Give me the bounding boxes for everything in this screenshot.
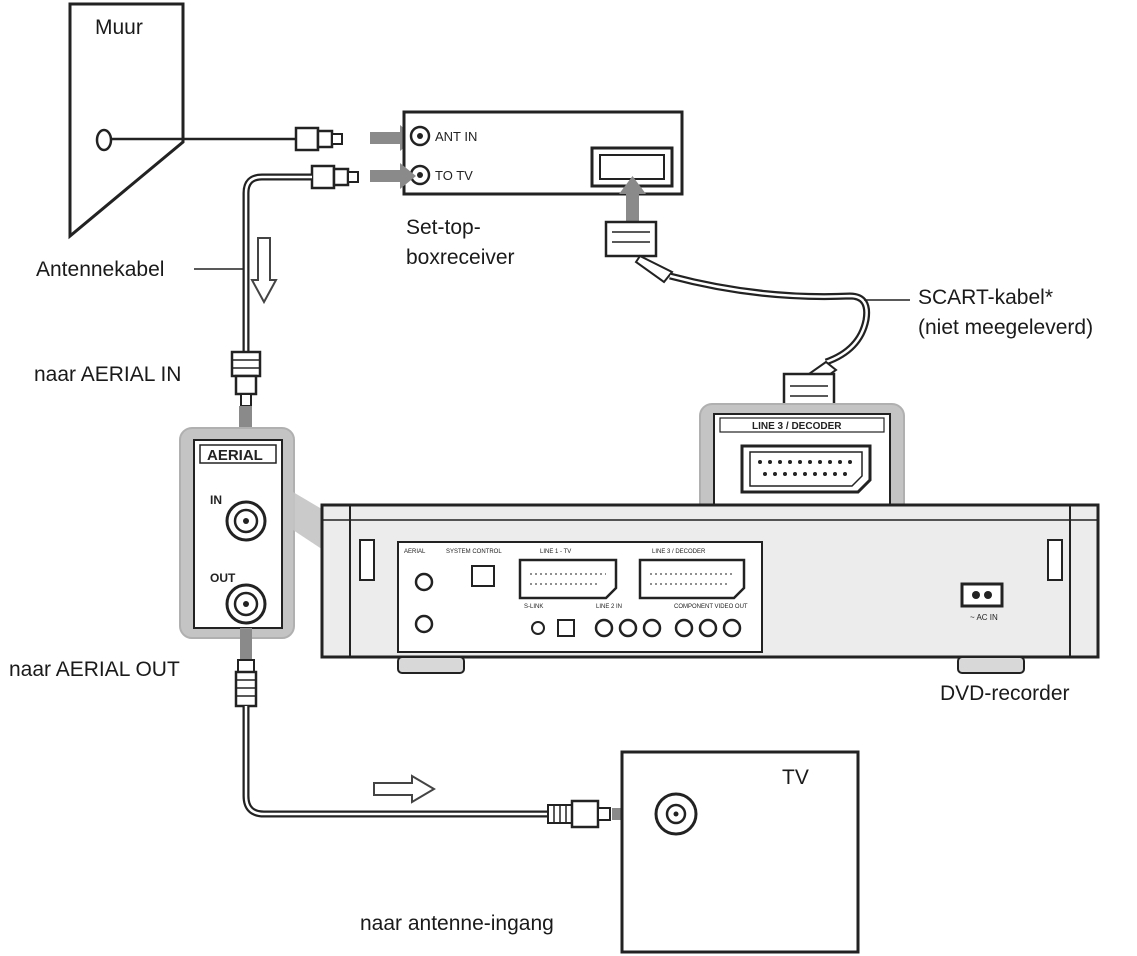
scart-zoom-title-bg	[719, 417, 885, 433]
rear-optical-port-icon	[557, 619, 575, 637]
label-scart-line1: SCART-kabel*	[918, 286, 1054, 309]
label-to-aerial-in: naar AERIAL IN	[34, 363, 182, 386]
settop-ant-in-label: ANT IN	[435, 129, 477, 144]
aerial-out-jack-icon	[225, 583, 267, 625]
rear-component-y-jack-icon	[674, 618, 694, 638]
arrow-to-settop-scart	[626, 192, 639, 222]
settop-port-ant-in-icon	[409, 125, 431, 147]
flow-arrow-right-icon	[373, 774, 436, 804]
label-wall: Muur	[95, 16, 143, 39]
rear-component-label: COMPONENT VIDEO OUT	[674, 604, 748, 610]
rear-component-pr-jack-icon	[722, 618, 742, 638]
arrow-from-to-tv	[370, 170, 402, 182]
label-settop-line1: Set-top-	[406, 216, 481, 239]
rear-line1-label: LINE 1 - TV	[540, 549, 571, 555]
scart-cable	[669, 272, 871, 366]
aerial-out-plug	[234, 659, 258, 708]
arrow-from-aerial-out	[240, 628, 252, 660]
label-tv: TV	[782, 766, 809, 789]
aerial-in-jack-icon	[225, 500, 267, 542]
rear-line2-jack-2-icon	[618, 618, 638, 638]
rear-system-control-port-icon	[471, 565, 495, 587]
rear-line3-scart-icon	[638, 558, 746, 600]
aerial-zoom-title-bg	[199, 444, 277, 464]
aerial-in-plug	[230, 350, 262, 407]
aerial-zoom-out-label: OUT	[210, 571, 236, 585]
antenna-cable-inner	[244, 175, 312, 352]
rear-aerial-in-jack-icon	[414, 572, 434, 592]
arrow-to-ant-in	[370, 132, 402, 144]
ac-in-socket-icon	[960, 582, 1004, 608]
rear-line2-label: LINE 2 IN	[596, 604, 622, 610]
tv-input-plug	[547, 799, 611, 829]
rear-line2-jack-1-icon	[594, 618, 614, 638]
wall-shape	[68, 2, 185, 240]
ac-in-label: ~ AC IN	[970, 613, 998, 622]
wall-cable-plug	[294, 126, 343, 152]
scart-plug-bottom	[782, 360, 838, 410]
rear-s-link-port-icon	[531, 621, 545, 635]
flow-arrow-down-icon	[250, 237, 278, 305]
label-dvd-recorder: DVD-recorder	[940, 682, 1070, 705]
rear-line2-jack-3-icon	[642, 618, 662, 638]
scart-cable-inner	[669, 274, 868, 364]
scart-zoom-title: LINE 3 / DECODER	[752, 421, 842, 432]
scart-zoom-socket-icon	[740, 444, 872, 494]
tv-cable	[242, 706, 548, 818]
label-to-antenna-input: naar antenne-ingang	[360, 912, 554, 935]
tv-box	[620, 750, 860, 954]
label-scart-line2: (niet meegeleverd)	[918, 316, 1094, 339]
rear-system-control-label: SYSTEM CONTROL	[446, 549, 502, 555]
rear-aerial-label: AERIAL	[404, 549, 426, 555]
scart-plug-top	[604, 220, 674, 284]
label-antenna-cable: Antennekabel	[36, 258, 165, 281]
settop-to-tv-label: TO TV	[435, 168, 473, 183]
label-settop-line2: boxreceiver	[406, 246, 515, 269]
to-tv-plug	[310, 164, 359, 190]
tv-cable-inner	[244, 706, 548, 816]
aerial-zoom-in-label: IN	[210, 493, 222, 507]
arrow-from-to-tv-head	[400, 163, 416, 189]
rear-component-pb-jack-icon	[698, 618, 718, 638]
arrow-to-settop-scart-head	[619, 176, 646, 194]
rear-line3-label: LINE 3 / DECODER	[652, 549, 706, 555]
rear-s-link-label: S-LINK	[524, 604, 543, 610]
rear-line1-scart-icon	[518, 558, 618, 600]
wall-socket-icon	[95, 128, 113, 152]
aerial-zoom-title: AERIAL	[207, 447, 263, 464]
antenna-cable	[242, 173, 312, 352]
rear-aerial-out-jack-icon	[414, 614, 434, 634]
tv-antenna-input-icon	[654, 792, 698, 836]
label-to-aerial-out: naar AERIAL OUT	[9, 658, 180, 681]
